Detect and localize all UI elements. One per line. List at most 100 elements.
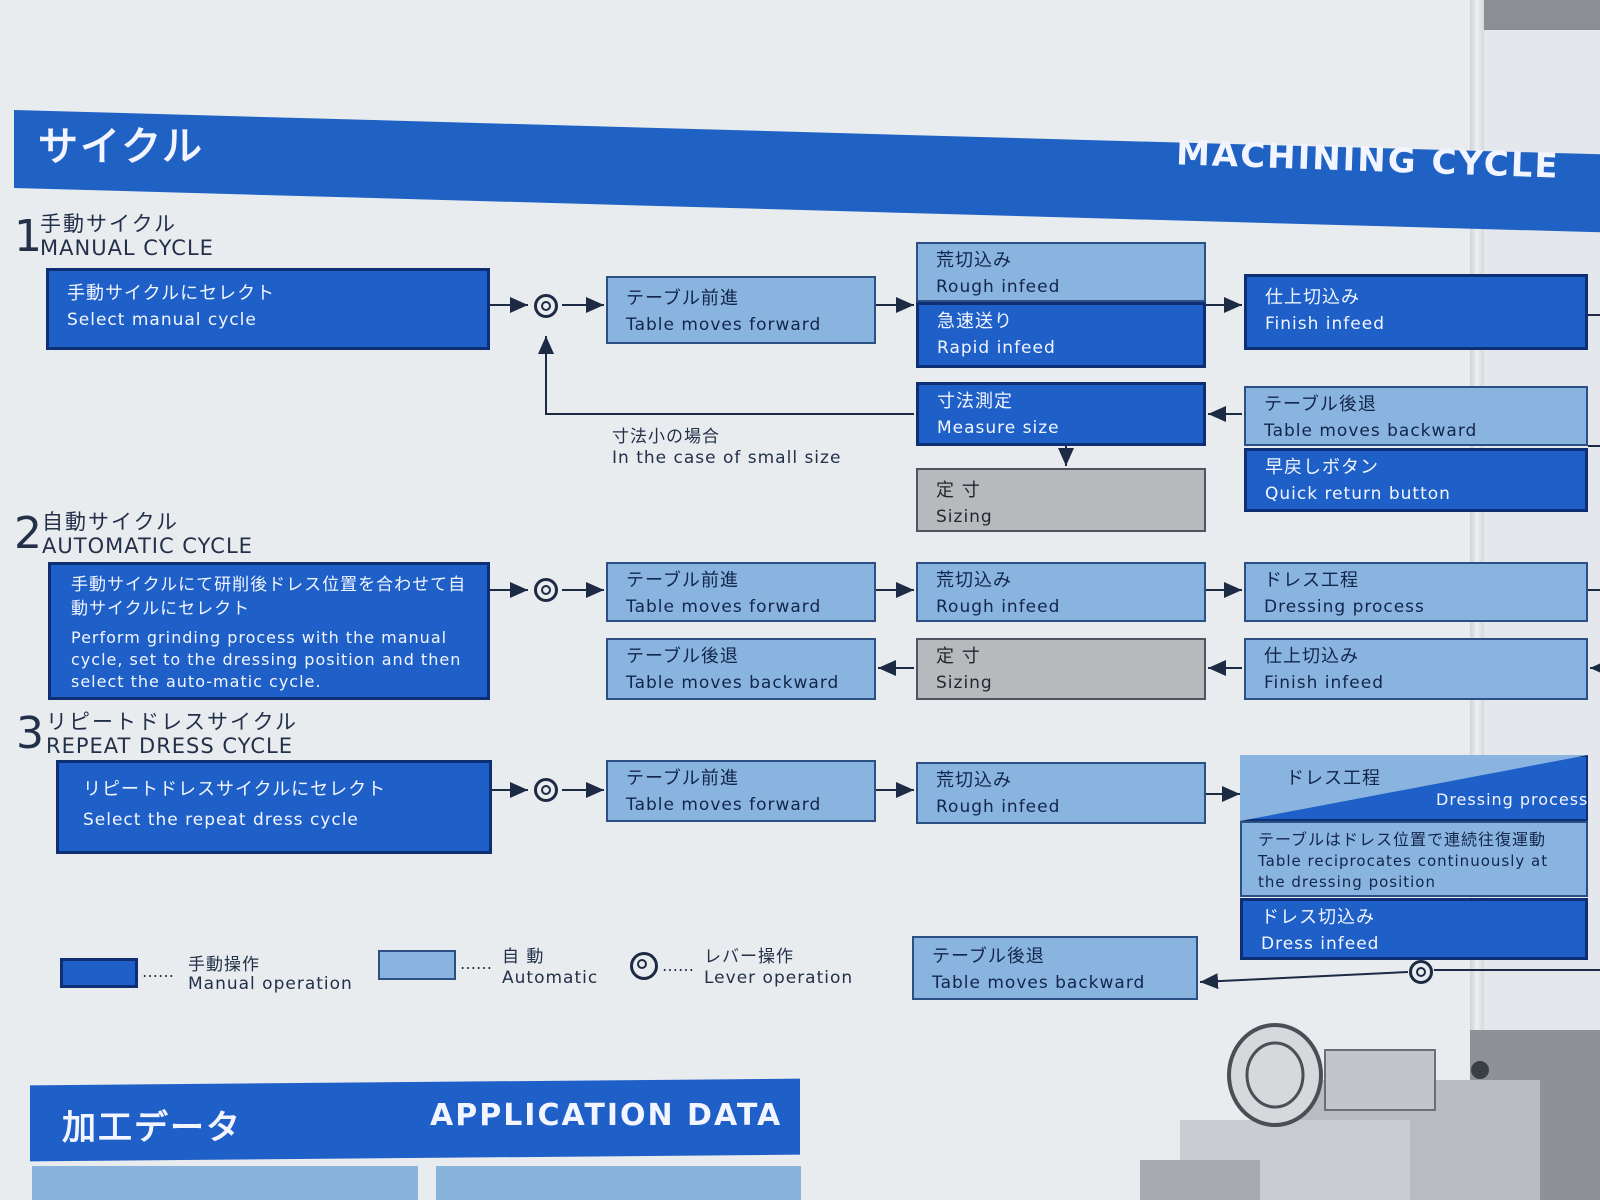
automatic-rough-infeed-box: 荒切込み Rough infeed [916,562,1206,622]
manual-select-en: Select manual cycle [67,310,257,330]
repeat-rough-en: Rough infeed [936,797,1061,817]
repeat-table-backward-jp: テーブル後退 [932,946,1045,967]
manual-rapid-jp: 急速送り [937,311,1013,332]
manual-table-forward-jp: テーブル前進 [626,288,739,309]
manual-table-backward-en: Table moves backward [1264,421,1478,441]
automatic-sizing-jp: 定 寸 [936,646,981,667]
repeat-dress-infeed-jp: ドレス切込み [1261,907,1375,928]
automatic-select-jp: 手動サイクルにて研削後ドレス位置を合わせて自動サイクルにセレクト [71,575,467,619]
manual-select-box: 手動サイクルにセレクト Select manual cycle [46,268,490,350]
application-photo-right [436,1166,801,1200]
repeat-table-backward-en: Table moves backward [932,973,1146,993]
legend-automatic-jp: 自 動 [502,947,545,967]
section-3-number: 3 [16,708,44,759]
application-photo-left [32,1166,418,1200]
manual-rapid-infeed-box: 急速送り Rapid infeed [916,302,1206,368]
application-title-jp: 加工データ [62,1108,242,1148]
legend-manual-dots: …… [142,962,174,981]
automatic-finish-en: Finish infeed [1264,673,1384,693]
automatic-dressing-en: Dressing process [1264,597,1425,617]
repeat-dressing-diagonal [1240,755,1588,821]
automatic-rough-jp: 荒切込み [936,570,1012,591]
automatic-table-forward-jp: テーブル前進 [626,570,739,591]
manual-sizing-en: Sizing [936,507,993,527]
manual-rough-infeed-box: 荒切込み Rough infeed [916,242,1206,302]
repeat-dress-infeed-box: ドレス切込み Dress infeed [1240,898,1588,960]
automatic-select-en: Perform grinding process with the manual… [71,628,462,691]
header-title-jp: サイクル [38,124,204,170]
automatic-dressing-jp: ドレス工程 [1264,570,1359,591]
legend-lever-icon [630,952,658,980]
manual-table-backward-jp: テーブル後退 [1264,394,1377,415]
legend-manual-jp: 手動操作 [188,955,260,975]
repeat-table-forward-en: Table moves forward [626,795,822,815]
repeat-dress-infeed-en: Dress infeed [1261,934,1380,954]
manual-rough-jp: 荒切込み [936,250,1012,271]
manual-table-forward-en: Table moves forward [626,315,822,335]
manual-rapid-en: Rapid infeed [937,338,1056,358]
section-3-title-jp: リピートドレスサイクル [46,710,298,734]
manual-table-forward-box: テーブル前進 Table moves forward [606,276,876,344]
automatic-sizing-box: 定 寸 Sizing [916,638,1206,700]
manual-rough-en: Rough infeed [936,277,1061,297]
legend-lever-jp: レバー操作 [704,947,794,967]
repeat-rough-infeed-box: 荒切込み Rough infeed [916,762,1206,824]
small-size-note-jp: 寸法小の場合 [612,427,720,447]
repeat-reciprocate-jp: テーブルはドレス位置で連続往復運動 [1258,830,1547,849]
section-2-number: 2 [14,508,42,559]
lever-icon [534,578,558,602]
repeat-reciprocate-box: テーブルはドレス位置で連続往復運動 Table reciprocates con… [1240,821,1588,897]
legend-automatic-en: Automatic [502,968,599,988]
repeat-table-forward-jp: テーブル前進 [626,768,739,789]
manual-table-backward-box: テーブル後退 Table moves backward [1244,386,1588,446]
manual-quick-return-box: 早戻しボタン Quick return button [1244,448,1588,512]
legend-lever-en: Lever operation [704,968,854,988]
section-3-title-en: REPEAT DRESS CYCLE [46,734,294,758]
section-2-title-en: AUTOMATIC CYCLE [42,534,253,558]
legend-manual-en: Manual operation [188,974,353,994]
automatic-table-forward-en: Table moves forward [626,597,822,617]
automatic-table-backward-en: Table moves backward [626,673,840,693]
manual-finish-jp: 仕上切込み [1265,287,1360,308]
automatic-select-box: 手動サイクルにて研削後ドレス位置を合わせて自動サイクルにセレクト Perform… [48,562,490,700]
small-size-note-en: In the case of small size [612,448,842,468]
repeat-select-box: リピートドレスサイクルにセレクト Select the repeat dress… [56,760,492,854]
repeat-table-backward-box: テーブル後退 Table moves backward [912,936,1198,1000]
legend-manual-swatch [60,958,138,988]
section-1-title-jp: 手動サイクル [40,212,177,236]
legend-lever-dots: …… [662,956,694,975]
repeat-dressing-en: Dressing process [1436,790,1589,809]
manual-finish-en: Finish infeed [1265,314,1385,334]
manual-select-jp: 手動サイクルにセレクト [67,283,276,304]
section-1-number: 1 [14,211,42,262]
manual-sizing-box: 定 寸 Sizing [916,468,1206,532]
machine-illustration [1140,1023,1600,1200]
background-shadow [1480,0,1600,30]
application-title-en: APPLICATION DATA [430,1098,783,1133]
manual-sizing-jp: 定 寸 [936,480,981,501]
repeat-rough-jp: 荒切込み [936,770,1012,791]
legend-automatic-swatch [378,950,456,980]
section-2-title-jp: 自動サイクル [42,510,179,534]
manual-measure-jp: 寸法測定 [937,391,1013,412]
lever-icon [534,294,558,318]
automatic-dressing-box: ドレス工程 Dressing process [1244,562,1588,622]
automatic-sizing-en: Sizing [936,673,993,693]
repeat-reciprocate-en: Table reciprocates continuously at the d… [1258,852,1549,891]
lever-icon [534,778,558,802]
automatic-table-backward-box: テーブル後退 Table moves backward [606,638,876,700]
manual-measure-en: Measure size [937,418,1060,438]
legend-automatic-dots: …… [460,954,492,973]
repeat-select-jp: リピートドレスサイクルにセレクト [83,779,387,800]
automatic-finish-infeed-box: 仕上切込み Finish infeed [1244,638,1588,700]
repeat-select-en: Select the repeat dress cycle [83,810,359,830]
automatic-table-backward-jp: テーブル後退 [626,646,739,667]
manual-measure-size-box: 寸法測定 Measure size [916,382,1206,446]
manual-finish-infeed-box: 仕上切込み Finish infeed [1244,274,1588,350]
automatic-table-forward-box: テーブル前進 Table moves forward [606,562,876,622]
manual-quick-return-jp: 早戻しボタン [1265,457,1379,478]
repeat-table-forward-box: テーブル前進 Table moves forward [606,760,876,822]
lever-icon [1409,960,1433,984]
automatic-rough-en: Rough infeed [936,597,1061,617]
